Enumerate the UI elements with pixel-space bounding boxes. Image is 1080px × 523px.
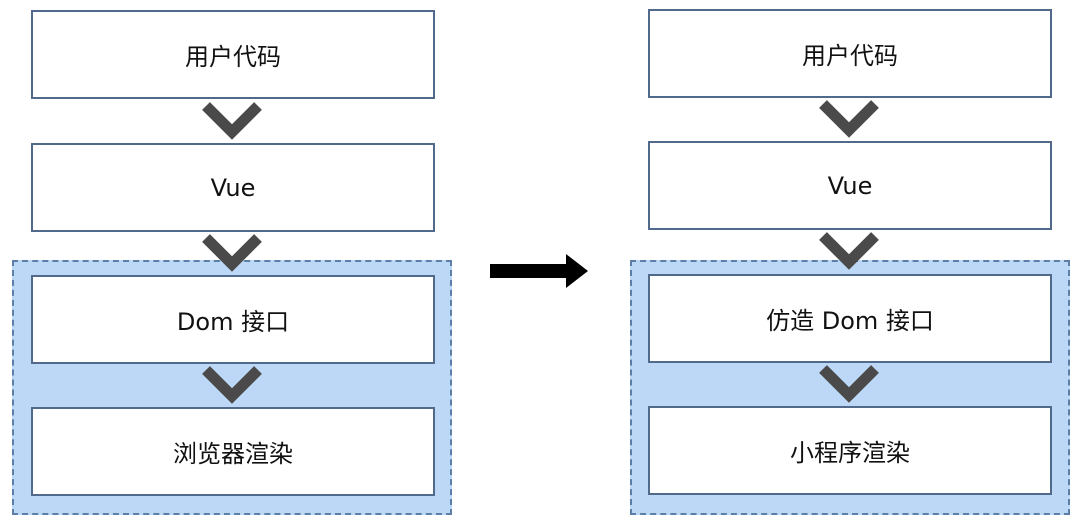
right-step-user-code: 用户代码 xyxy=(648,9,1052,98)
left-step-dom-api: Dom 接口 xyxy=(31,275,435,364)
arrow-right-icon xyxy=(490,254,588,288)
left-step-vue: Vue xyxy=(31,143,435,232)
step-label: Vue xyxy=(827,171,873,200)
right-step-vue: Vue xyxy=(648,141,1052,230)
step-label: 小程序渲染 xyxy=(790,439,910,467)
step-label: 浏览器渲染 xyxy=(173,440,293,468)
chevron-down-icon xyxy=(819,100,879,138)
left-step-user-code: 用户代码 xyxy=(31,10,435,99)
step-label: Dom 接口 xyxy=(176,308,290,336)
chevron-down-icon xyxy=(819,232,879,270)
right-step-miniprogram-render: 小程序渲染 xyxy=(648,406,1052,495)
step-label: 仿造 Dom 接口 xyxy=(766,307,934,335)
chevron-down-icon xyxy=(202,234,262,272)
right-step-mock-dom-api: 仿造 Dom 接口 xyxy=(648,274,1052,363)
chevron-down-icon xyxy=(202,366,262,404)
chevron-down-icon xyxy=(819,365,879,403)
left-flow: 用户代码 Vue Dom 接口 浏览器渲染 xyxy=(12,0,452,523)
step-label: 用户代码 xyxy=(185,43,281,71)
chevron-down-icon xyxy=(202,102,262,140)
step-label: Vue xyxy=(210,173,256,202)
left-step-browser-render: 浏览器渲染 xyxy=(31,407,435,496)
right-flow: 用户代码 Vue 仿造 Dom 接口 小程序渲染 xyxy=(630,0,1070,523)
step-label: 用户代码 xyxy=(802,42,898,70)
